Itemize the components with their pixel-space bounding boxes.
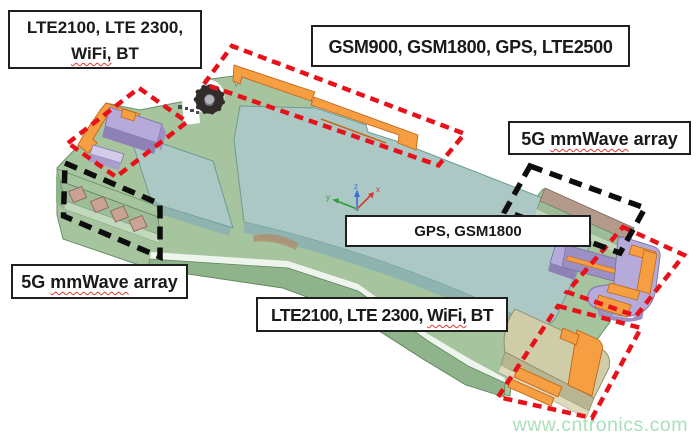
svg-text:z: z	[354, 182, 358, 191]
svg-text:y: y	[326, 193, 330, 202]
svg-text:x: x	[376, 185, 380, 194]
